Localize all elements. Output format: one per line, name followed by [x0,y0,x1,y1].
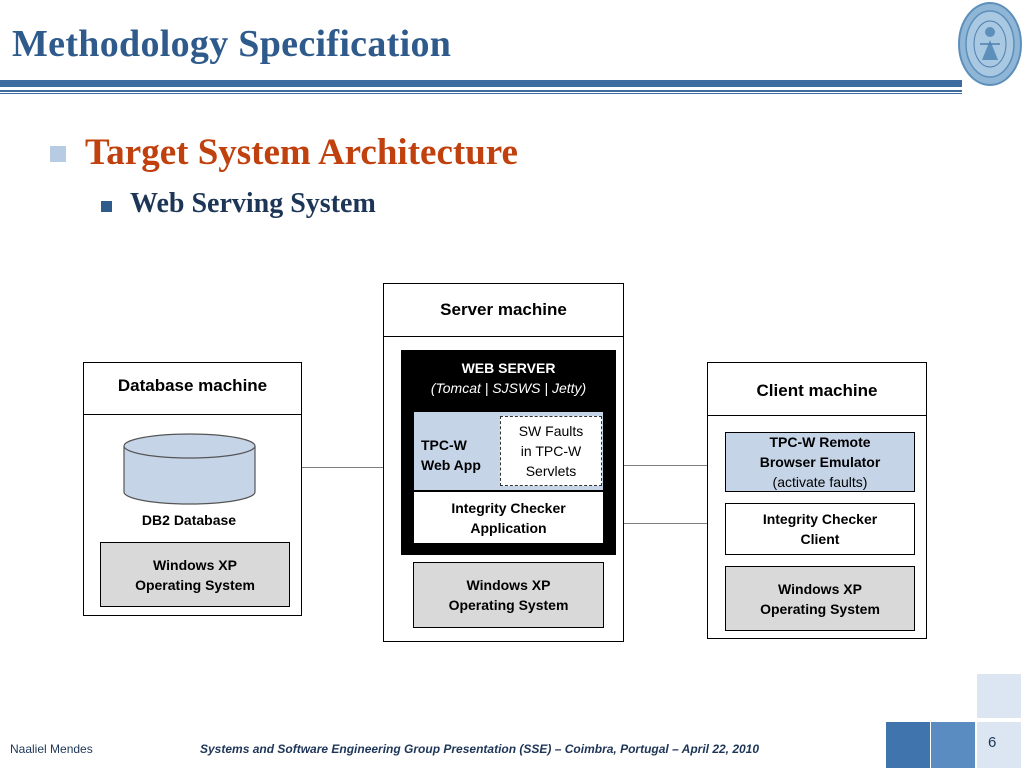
tpcw-web-app-line1: TPC-W [421,437,467,453]
client-machine-header: Client machine [707,362,927,416]
decor-square-mid [931,722,975,768]
tpcw-web-app-line2: Web App [421,457,481,473]
connector-webapp-to-rbe [602,465,726,466]
server-machine-header: Server machine [383,283,624,337]
decor-square-light [977,674,1021,718]
sw-faults-line2: in TPC-W [520,443,582,459]
integrity-client-line2: Client [800,531,840,547]
rbe-line3: (activate faults) [772,474,868,490]
tpcw-web-app-label: TPC-W Web App [421,435,481,475]
rbe-line1: TPC-W Remote [769,434,871,450]
web-server-title: WEB SERVER [461,360,556,376]
server-os-box: Windows XP Operating System [413,562,604,628]
connector-db-to-webapp [255,467,415,468]
footer-author: Naaliel Mendes [10,742,93,756]
integrity-client-line1: Integrity Checker [762,511,878,527]
web-server-subtitle: (Tomcat | SJSWS | Jetty) [430,380,587,396]
header-rule-thin [0,90,962,92]
integrity-app-line1: Integrity Checker [451,499,566,516]
integrity-app-line2: Application [470,519,547,536]
db2-database-label: DB2 Database [141,512,237,528]
client-os-box: Windows XP Operating System [725,566,915,631]
sw-faults-line3: Servlets [525,463,577,479]
bullet-heading-target-architecture: Target System Architecture [85,132,518,173]
connector-integrity-app-to-client [602,523,726,524]
decor-square-pale [977,722,1021,768]
database-os-line1: Windows XP [153,556,237,573]
database-machine-header: Database machine [83,362,302,415]
bullet-subheading-web-serving: Web Serving System [130,188,376,219]
rbe-line2: Browser Emulator [759,454,881,470]
sw-faults-line1: SW Faults [518,423,584,439]
integrity-checker-app-box: Integrity Checker Application [414,492,603,543]
footer-event: Systems and Software Engineering Group P… [200,742,760,756]
integrity-checker-client-box: Integrity Checker Client [725,503,915,555]
database-os-box: Windows XP Operating System [100,542,290,607]
client-os-line2: Operating System [760,600,880,617]
university-seal-icon [958,2,1022,86]
sw-faults-box: SW Faults in TPC-W Servlets [500,416,602,486]
square-bullet-icon [50,146,66,162]
square-bullet-icon [101,201,112,212]
database-cylinder-icon [123,433,256,505]
server-os-line1: Windows XP [466,577,551,593]
database-os-line2: Operating System [135,576,255,593]
header-rule-thick [0,80,962,87]
decor-square-dark [886,722,930,768]
header-rule-thin-2 [0,93,962,94]
slide-title: Methodology Specification [12,23,452,65]
client-os-line1: Windows XP [778,580,862,597]
remote-browser-emulator-box: TPC-W Remote Browser Emulator (activate … [725,432,915,492]
page-number: 6 [988,734,997,751]
server-os-line2: Operating System [448,597,569,613]
